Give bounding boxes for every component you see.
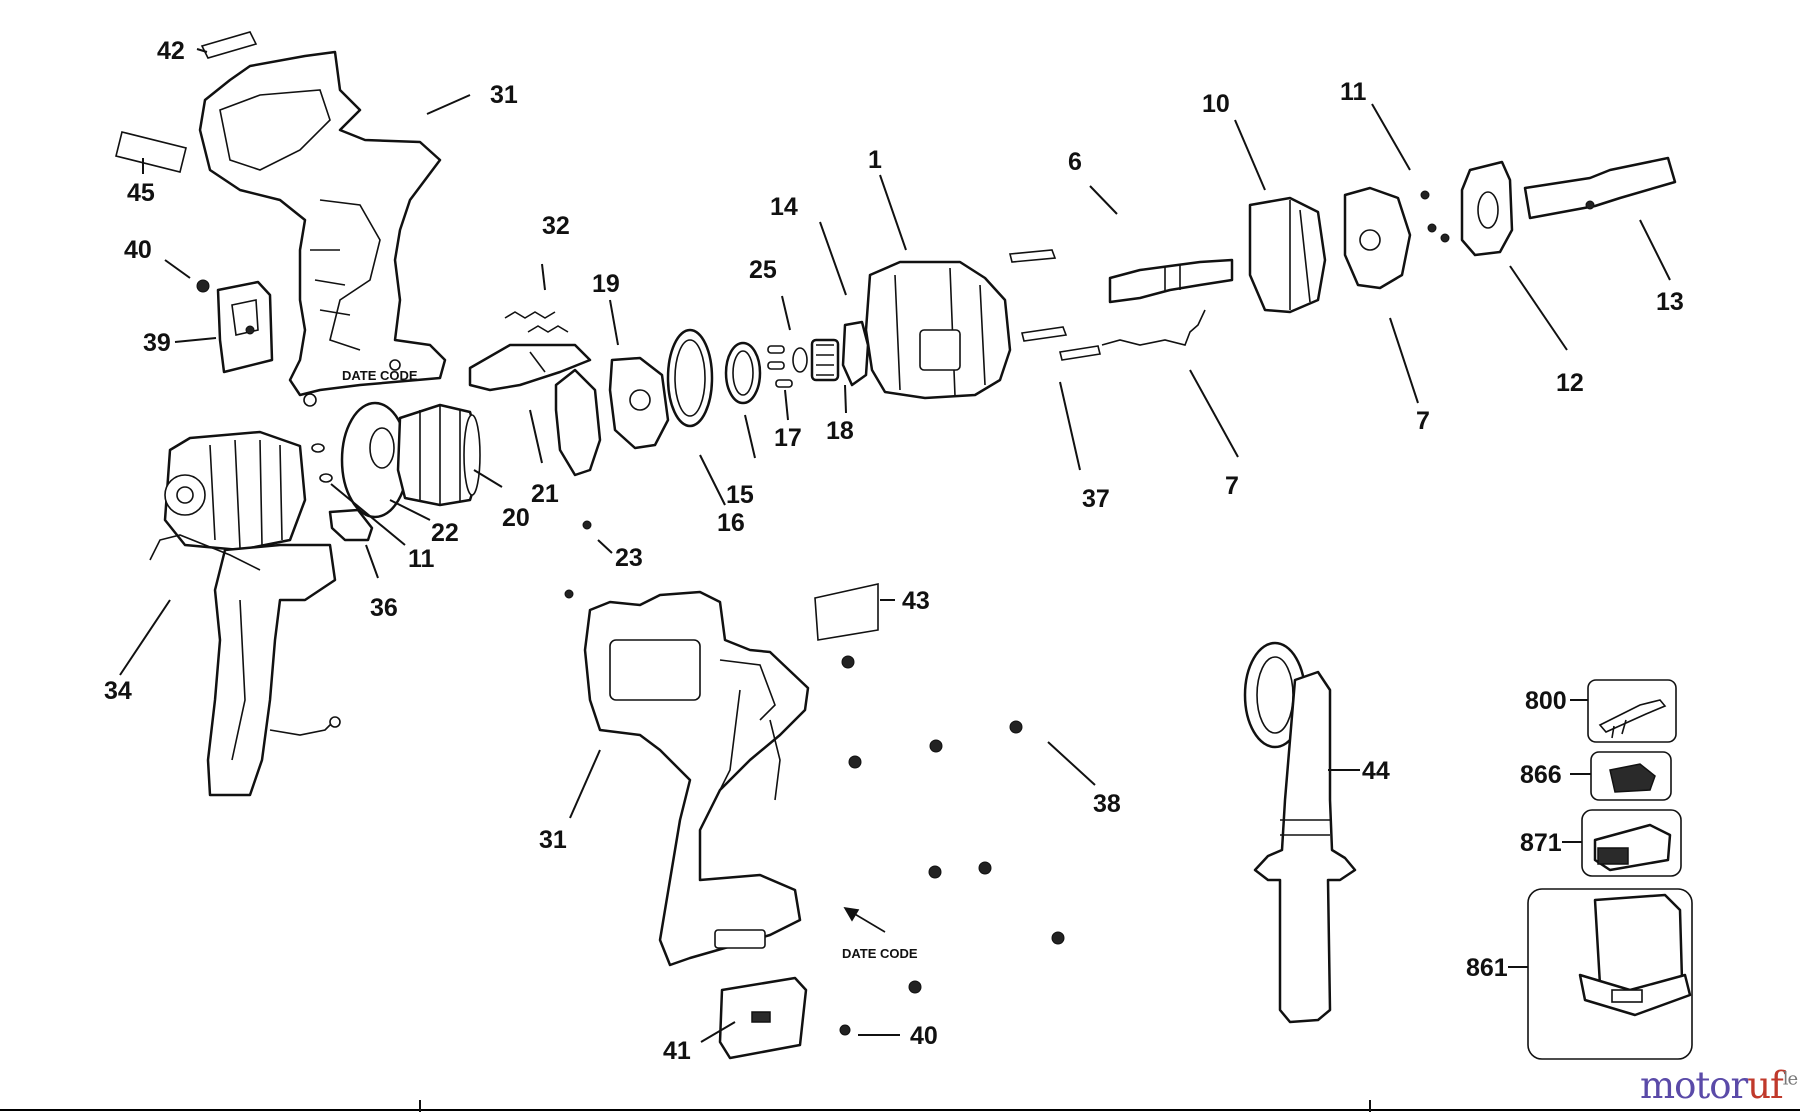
callout-800: 800	[1525, 687, 1567, 715]
callout-25: 25	[749, 256, 777, 284]
callout-numbers: 42 31 45 40 39 32 19 25 14 1 6 10 11 13 …	[104, 37, 1684, 1065]
spring-32-a	[504, 311, 556, 319]
screw-11-right-b	[1427, 223, 1437, 233]
callout-11-left: 11	[408, 545, 435, 573]
pin-25	[767, 345, 785, 354]
callout-34: 34	[104, 677, 132, 705]
label-42-sticker	[200, 31, 258, 59]
callout-13: 13	[1656, 288, 1684, 316]
callout-45: 45	[127, 179, 155, 207]
callout-23: 23	[615, 544, 643, 572]
callout-866: 866	[1520, 761, 1562, 789]
fan-plate-22	[340, 401, 410, 519]
switch-wiring-34	[149, 534, 341, 797]
callout-18: 18	[826, 417, 854, 445]
callout-36: 36	[370, 594, 398, 622]
pin-17-a	[767, 361, 785, 370]
callout-21: 21	[531, 480, 559, 508]
callout-16: 16	[717, 509, 745, 537]
callout-37: 37	[1082, 485, 1110, 513]
callout-38: 38	[1093, 790, 1121, 818]
housing-right-half	[583, 590, 810, 967]
watermark-part-2: uf	[1747, 1064, 1784, 1107]
spring-7	[1101, 309, 1206, 346]
gear-housing-20	[396, 403, 481, 507]
callout-31-top: 31	[490, 81, 518, 109]
housing-date-code-label: DATE CODE	[342, 368, 418, 383]
callout-32: 32	[542, 212, 570, 240]
callout-14: 14	[770, 193, 798, 221]
accessory-871-box	[1581, 809, 1682, 877]
callout-12: 12	[1556, 369, 1584, 397]
callout-11-right: 11	[1340, 78, 1367, 106]
screw-40-top	[196, 279, 210, 293]
accessory-866-box	[1590, 751, 1672, 801]
date-code-label: DATE CODE	[842, 946, 918, 961]
washer	[792, 347, 808, 373]
collar-10	[1248, 196, 1327, 314]
callout-seven-text: 7	[1225, 472, 1239, 500]
gearbox-1	[864, 260, 1012, 400]
callout-19: 19	[592, 270, 620, 298]
accessory-861-box	[1527, 888, 1693, 1060]
battery-cap-41	[718, 976, 808, 1060]
callout-9: 7	[1416, 407, 1430, 435]
nose-housing-9	[1343, 186, 1412, 290]
callout-861: 861	[1466, 954, 1508, 982]
label-43-sticker	[814, 583, 879, 641]
spindle-6	[1108, 258, 1234, 304]
watermark-logo: motorufle	[1640, 1064, 1798, 1107]
callout-39: 39	[143, 329, 171, 357]
callout-20: 20	[502, 504, 530, 532]
callout-1: 1	[868, 146, 882, 174]
plate-14	[841, 320, 870, 387]
callout-43: 43	[902, 587, 930, 615]
pin-17-b	[775, 379, 793, 388]
clutch-cage-19	[554, 368, 602, 477]
ring-12	[1460, 160, 1514, 257]
spring-32-b	[527, 325, 569, 333]
callout-40-top: 40	[124, 236, 152, 264]
housing-left-half: DATE CODE	[198, 50, 447, 407]
callout-31-bottom: 31	[539, 826, 567, 854]
sleeve-13	[1523, 156, 1677, 220]
accessory-800-box	[1587, 679, 1677, 743]
screw-11-right-c	[1440, 233, 1450, 243]
screws-38	[564, 520, 1065, 1036]
pin-11-b	[319, 473, 333, 483]
ring-15	[724, 341, 762, 405]
label-45-sticker	[115, 131, 187, 173]
gear-18	[810, 338, 840, 382]
callout-42: 42	[157, 37, 185, 65]
watermark-part-1: motor	[1640, 1064, 1748, 1107]
callout-871: 871	[1520, 829, 1562, 857]
belt-clip-39	[216, 280, 274, 374]
callout-10: 10	[1202, 90, 1230, 118]
pins-37	[1008, 249, 1101, 361]
callout-44: 44	[1362, 757, 1390, 785]
side-handle-44	[1243, 641, 1357, 1024]
leader-lines	[119, 48, 1671, 1043]
callout-22: 22	[431, 519, 459, 547]
screw-11-right-a	[1420, 190, 1430, 200]
callout-17: 17	[774, 424, 802, 452]
callout-6: 6	[1068, 148, 1082, 176]
callout-15: 15	[726, 481, 754, 509]
motor-assembly	[163, 430, 307, 552]
callout-40-bottom: 40	[910, 1022, 938, 1050]
selector-21	[468, 343, 592, 392]
watermark-part-3: le	[1782, 1068, 1798, 1090]
clutch-plate-19b	[608, 356, 670, 450]
callout-41: 41	[663, 1037, 691, 1065]
pin-11-a	[311, 443, 325, 453]
